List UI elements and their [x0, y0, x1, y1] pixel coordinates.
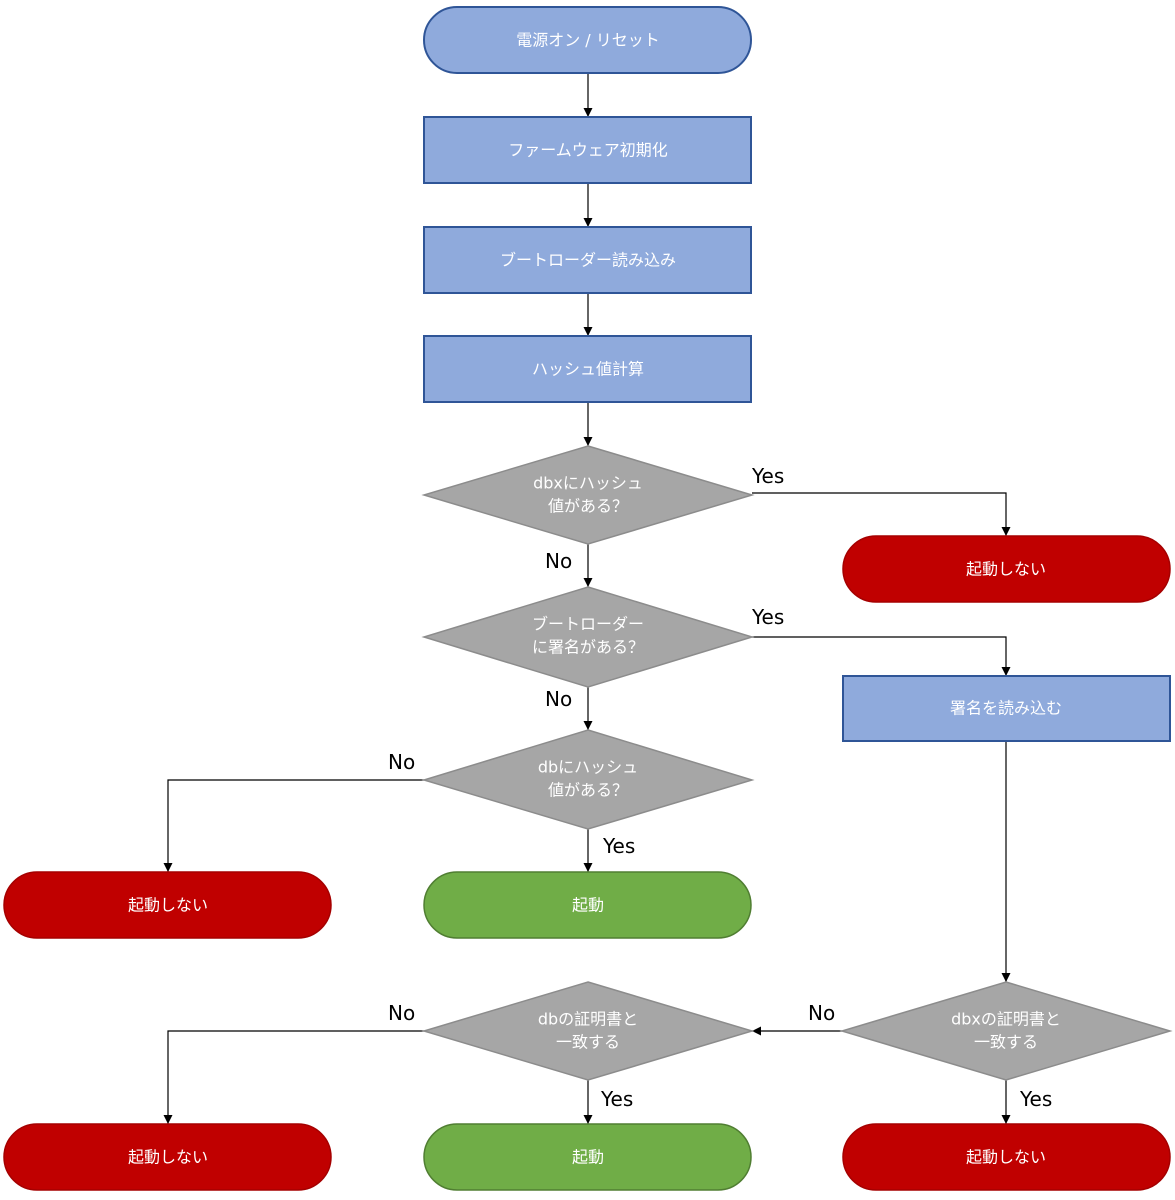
edge-signature-yes	[752, 636, 1011, 676]
edge-dbx-hash-yes	[752, 492, 1011, 536]
node-label-line-1: dbxにハッシュ	[533, 474, 643, 493]
node-label: 起動	[572, 896, 604, 915]
node-label: 起動しない	[966, 560, 1046, 579]
boot-terminator-shape	[423, 1123, 752, 1191]
node-label: ファームウェア初期化	[508, 141, 668, 160]
node-label-line-1: ブートローダー	[532, 615, 644, 634]
signature-decision: ブートローダー に署名がある？	[421, 586, 755, 688]
node-label-line-1: dbの証明書と	[538, 1010, 638, 1029]
firmware-init-step: ファームウェア初期化	[423, 116, 752, 184]
node-label-line-1: dbにハッシュ	[538, 758, 638, 777]
dbx-cert-decision: dbxの証明書と 一致する	[839, 981, 1173, 1081]
node-label-line-2: 値がある？	[548, 497, 628, 516]
node-label-line-1: dbxの証明書と	[951, 1010, 1061, 1029]
edge-labels: Yes No Yes No No Yes No Yes No Yes	[388, 464, 1052, 1111]
no-boot-terminator-2: 起動しない	[3, 871, 332, 939]
label-db-cert-yes: Yes	[600, 1087, 633, 1111]
load-signature-step: 署名を読み込む	[842, 675, 1171, 742]
stop-terminator-shape	[3, 871, 332, 939]
process-box	[423, 226, 752, 294]
node-label: 署名を読み込む	[950, 699, 1062, 718]
label-dbx-hash-yes: Yes	[751, 464, 784, 488]
boot-terminator-2: 起動	[423, 1123, 752, 1191]
decision-diamond	[421, 586, 755, 688]
node-label-line-2: 値がある？	[548, 781, 628, 800]
stop-terminator-shape	[842, 535, 1171, 603]
stop-terminator-shape	[3, 1123, 332, 1191]
hash-calc-step: ハッシュ値計算	[423, 335, 752, 403]
process-box	[423, 335, 752, 403]
node-label: ブートローダー読み込み	[500, 251, 676, 270]
node-label: 起動しない	[966, 1148, 1046, 1167]
decision-diamond	[839, 981, 1173, 1081]
start-terminator-shape	[423, 6, 752, 74]
edges	[163, 73, 1011, 1124]
boot-terminator-shape	[423, 871, 752, 939]
edge-db-hash-no	[163, 779, 424, 872]
node-label: 電源オン / リセット	[516, 31, 660, 50]
decision-diamond	[421, 981, 755, 1081]
node-label-line-2: に署名がある？	[532, 638, 644, 657]
no-boot-terminator-3: 起動しない	[3, 1123, 332, 1191]
label-dbx-hash-no: No	[545, 549, 572, 573]
node-label: 起動しない	[128, 1148, 208, 1167]
label-db-hash-yes: Yes	[602, 834, 635, 858]
stop-terminator-shape	[842, 1123, 1171, 1191]
no-boot-terminator-4: 起動しない	[842, 1123, 1171, 1191]
node-label: 起動しない	[128, 896, 208, 915]
bootloader-load-step: ブートローダー読み込み	[423, 226, 752, 294]
process-box	[842, 675, 1171, 742]
db-cert-decision: dbの証明書と 一致する	[421, 981, 755, 1081]
decision-diamond	[421, 729, 755, 830]
start-node: 電源オン / リセット	[423, 6, 752, 74]
label-signature-no: No	[545, 687, 572, 711]
no-boot-terminator-1: 起動しない	[842, 535, 1171, 603]
node-label-line-2: 一致する	[556, 1033, 620, 1052]
label-dbx-cert-no: No	[808, 1001, 835, 1025]
process-box	[423, 116, 752, 184]
boot-terminator-1: 起動	[423, 871, 752, 939]
label-db-hash-no: No	[388, 750, 415, 774]
db-hash-decision: dbにハッシュ 値がある？	[421, 729, 755, 830]
label-signature-yes: Yes	[751, 605, 784, 629]
node-label-line-2: 一致する	[974, 1033, 1038, 1052]
dbx-hash-decision: dbxにハッシュ 値がある？	[421, 445, 755, 545]
label-dbx-cert-yes: Yes	[1019, 1087, 1052, 1111]
node-label: 起動	[572, 1148, 604, 1167]
decision-diamond	[421, 445, 755, 545]
label-db-cert-no: No	[388, 1001, 415, 1025]
node-label: ハッシュ値計算	[532, 360, 644, 379]
edge-db-cert-no	[163, 1030, 424, 1124]
